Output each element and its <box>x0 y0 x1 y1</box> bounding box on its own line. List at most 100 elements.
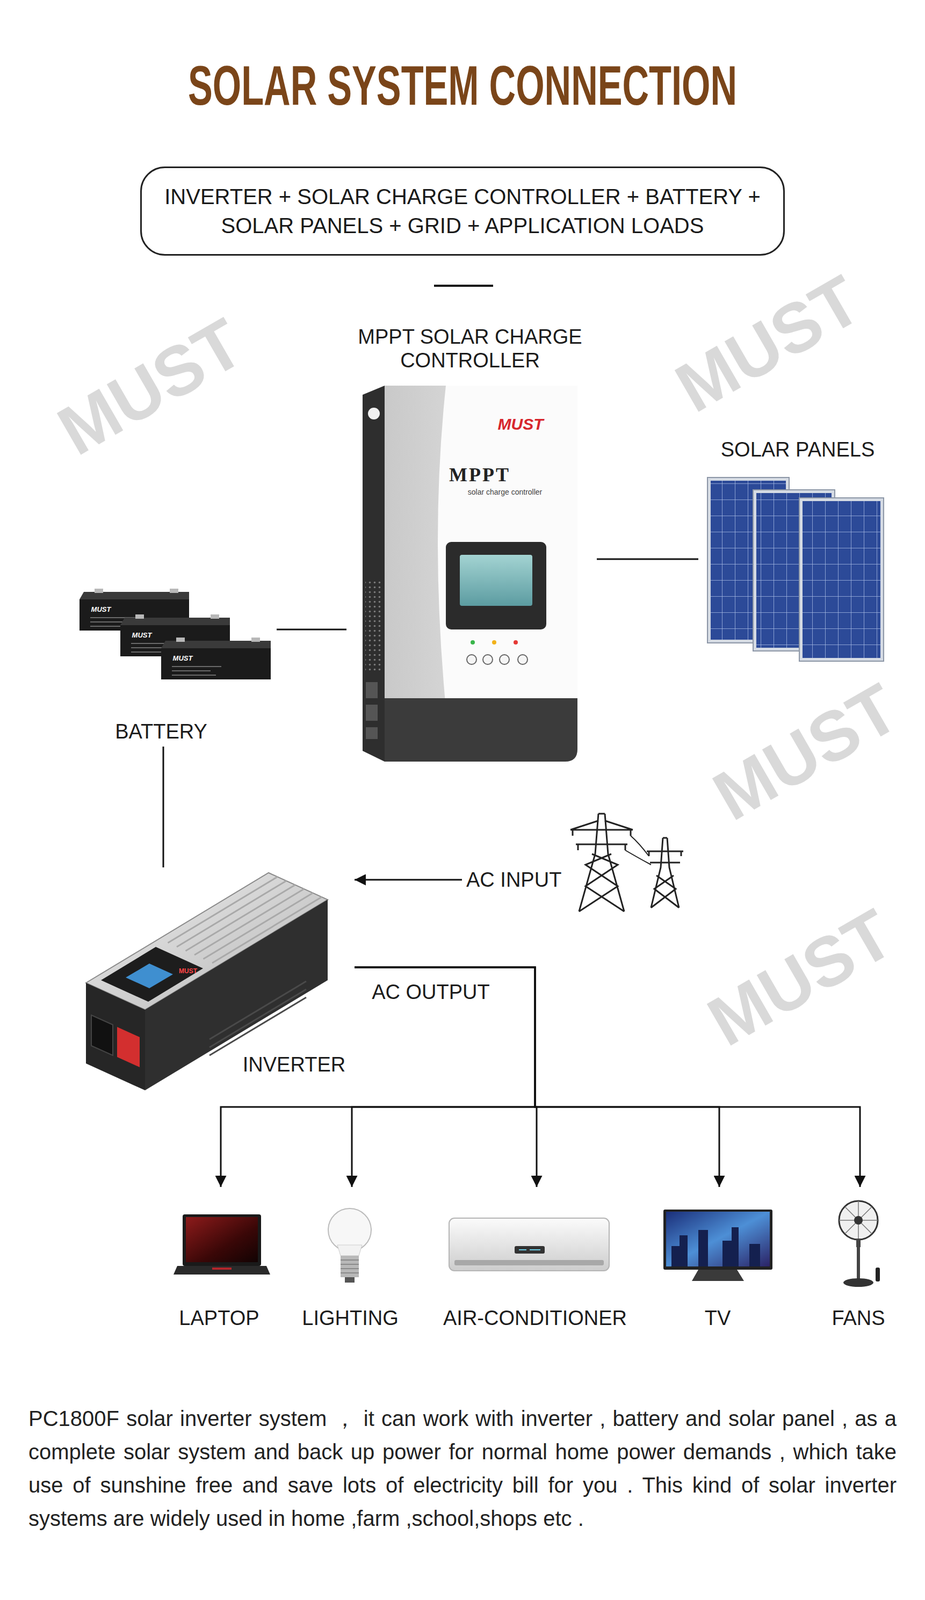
node-label: LAPTOP <box>160 1306 279 1331</box>
load-node: TV <box>658 1187 780 1338</box>
charge-controller-node: MPPT SOLAR CHARGE CONTROLLER <box>346 324 597 766</box>
charge-controller-illustration <box>437 385 578 708</box>
fan-illustration <box>839 1201 878 1240</box>
battery-illustration <box>161 648 271 680</box>
charge-controller-illustration <box>482 654 493 665</box>
inverter-logo: MUST <box>178 967 198 975</box>
battery-logo: MUST <box>132 631 153 640</box>
charge-controller-illustration <box>459 554 533 606</box>
laptop-illustration <box>173 1214 271 1275</box>
charge-controller-illustration <box>513 640 518 645</box>
air-conditioner-illustration <box>449 1218 610 1271</box>
power-tower-illustration <box>651 837 679 908</box>
air-conditioner-illustration <box>449 1218 610 1271</box>
battery-illustration <box>94 588 104 594</box>
node-label: LIGHTING <box>296 1306 404 1331</box>
air-conditioner-illustration <box>454 1260 604 1266</box>
battery-illustration <box>169 588 179 594</box>
node-label: BATTERY <box>96 719 226 744</box>
power-tower-illustration <box>579 813 625 912</box>
solar-panel-illustration <box>799 497 884 662</box>
laptop-illustration <box>185 1217 258 1263</box>
connector-line <box>354 879 462 881</box>
power-tower-illustration <box>570 813 684 912</box>
node-label: AC INPUT <box>466 868 572 892</box>
laptop-illustration <box>212 1267 232 1270</box>
charge-controller-illustration <box>365 580 382 672</box>
connector-line <box>354 967 537 1188</box>
connector-line <box>162 746 165 868</box>
node-label: AIR-CONDITIONER <box>432 1306 638 1331</box>
connector-line <box>596 558 699 561</box>
product-caption: solar charge controller <box>467 487 543 497</box>
tv-illustration <box>691 1269 744 1282</box>
battery-illustration <box>135 614 144 619</box>
solar-panel-illustration <box>802 501 881 659</box>
bulb-illustration <box>344 1277 355 1283</box>
charge-controller-illustration <box>445 542 547 630</box>
battery-node: BATTERY <box>75 585 277 747</box>
bulb-illustration <box>337 1245 363 1256</box>
inverter-illustration <box>125 963 173 989</box>
charge-controller-illustration <box>367 407 380 420</box>
charge-controller-illustration <box>384 698 578 762</box>
charge-controller-illustration <box>365 704 378 721</box>
diagram-title: SOLAR SYSTEM CONNECTION <box>157 53 769 119</box>
air-conditioner-illustration <box>518 1249 541 1251</box>
inverter-illustration <box>91 1015 113 1056</box>
battery-illustration <box>176 637 185 642</box>
charge-controller-illustration <box>365 682 378 699</box>
laptop-illustration <box>173 1266 271 1275</box>
fan-illustration <box>875 1267 880 1282</box>
inverter-illustration <box>117 1027 140 1068</box>
inverter-illustration <box>209 981 307 1056</box>
watermark: MUST <box>699 667 912 837</box>
box-text: INVERTER + SOLAR CHARGE CONTROLLER + BAT… <box>157 182 768 241</box>
node-label: MPPT SOLAR CHARGE CONTROLLER <box>346 324 594 373</box>
fan-illustration <box>843 1278 874 1288</box>
brand-logo: MUST <box>497 415 544 434</box>
fan-illustration <box>839 1201 878 1240</box>
tv-illustration <box>671 1227 761 1267</box>
connector-line <box>276 629 347 631</box>
charge-controller-illustration <box>492 640 497 645</box>
battery-illustration <box>210 614 220 619</box>
connector-line <box>220 967 536 1188</box>
fan-illustration <box>856 1238 861 1248</box>
charge-controller-illustration <box>470 640 475 645</box>
charge-controller-illustration <box>362 385 385 762</box>
bulb-illustration <box>340 1255 359 1278</box>
tv-illustration <box>666 1211 770 1267</box>
fan-illustration <box>856 1246 861 1280</box>
edge-label: AC OUTPUT <box>369 980 493 1004</box>
watermark: MUST <box>694 893 907 1062</box>
watermark: MUST <box>662 259 874 429</box>
node-label: FANS <box>810 1306 907 1331</box>
inverter-illustration <box>100 947 204 1002</box>
caption-text: PC1800F solar inverter system ， it can w… <box>28 1402 897 1536</box>
tv-illustration <box>663 1209 773 1282</box>
solar-panel-illustration <box>707 477 884 662</box>
laptop-illustration <box>182 1214 262 1267</box>
node-label: INVERTER <box>236 1052 352 1077</box>
load-node: AIR-CONDITIONER <box>432 1187 641 1338</box>
load-node: FANS <box>810 1187 910 1338</box>
inverter-illustration <box>168 877 323 964</box>
battery-illustration <box>120 617 230 626</box>
charge-controller-illustration <box>362 385 578 762</box>
charge-controller-illustration <box>365 727 378 740</box>
connector-line <box>354 967 861 1188</box>
battery-logo: MUST <box>91 605 112 614</box>
battery-illustration <box>79 591 190 600</box>
load-node: LAPTOP <box>160 1187 282 1338</box>
power-tower-illustration <box>579 854 625 912</box>
fan-illustration <box>839 1201 880 1288</box>
battery-illustration <box>171 666 222 676</box>
power-tower-illustration <box>572 829 631 851</box>
load-node: LIGHTING <box>296 1187 408 1338</box>
divider-line <box>434 284 494 287</box>
node-label: SOLAR PANELS <box>698 437 898 462</box>
battery-logo: MUST <box>172 654 193 663</box>
